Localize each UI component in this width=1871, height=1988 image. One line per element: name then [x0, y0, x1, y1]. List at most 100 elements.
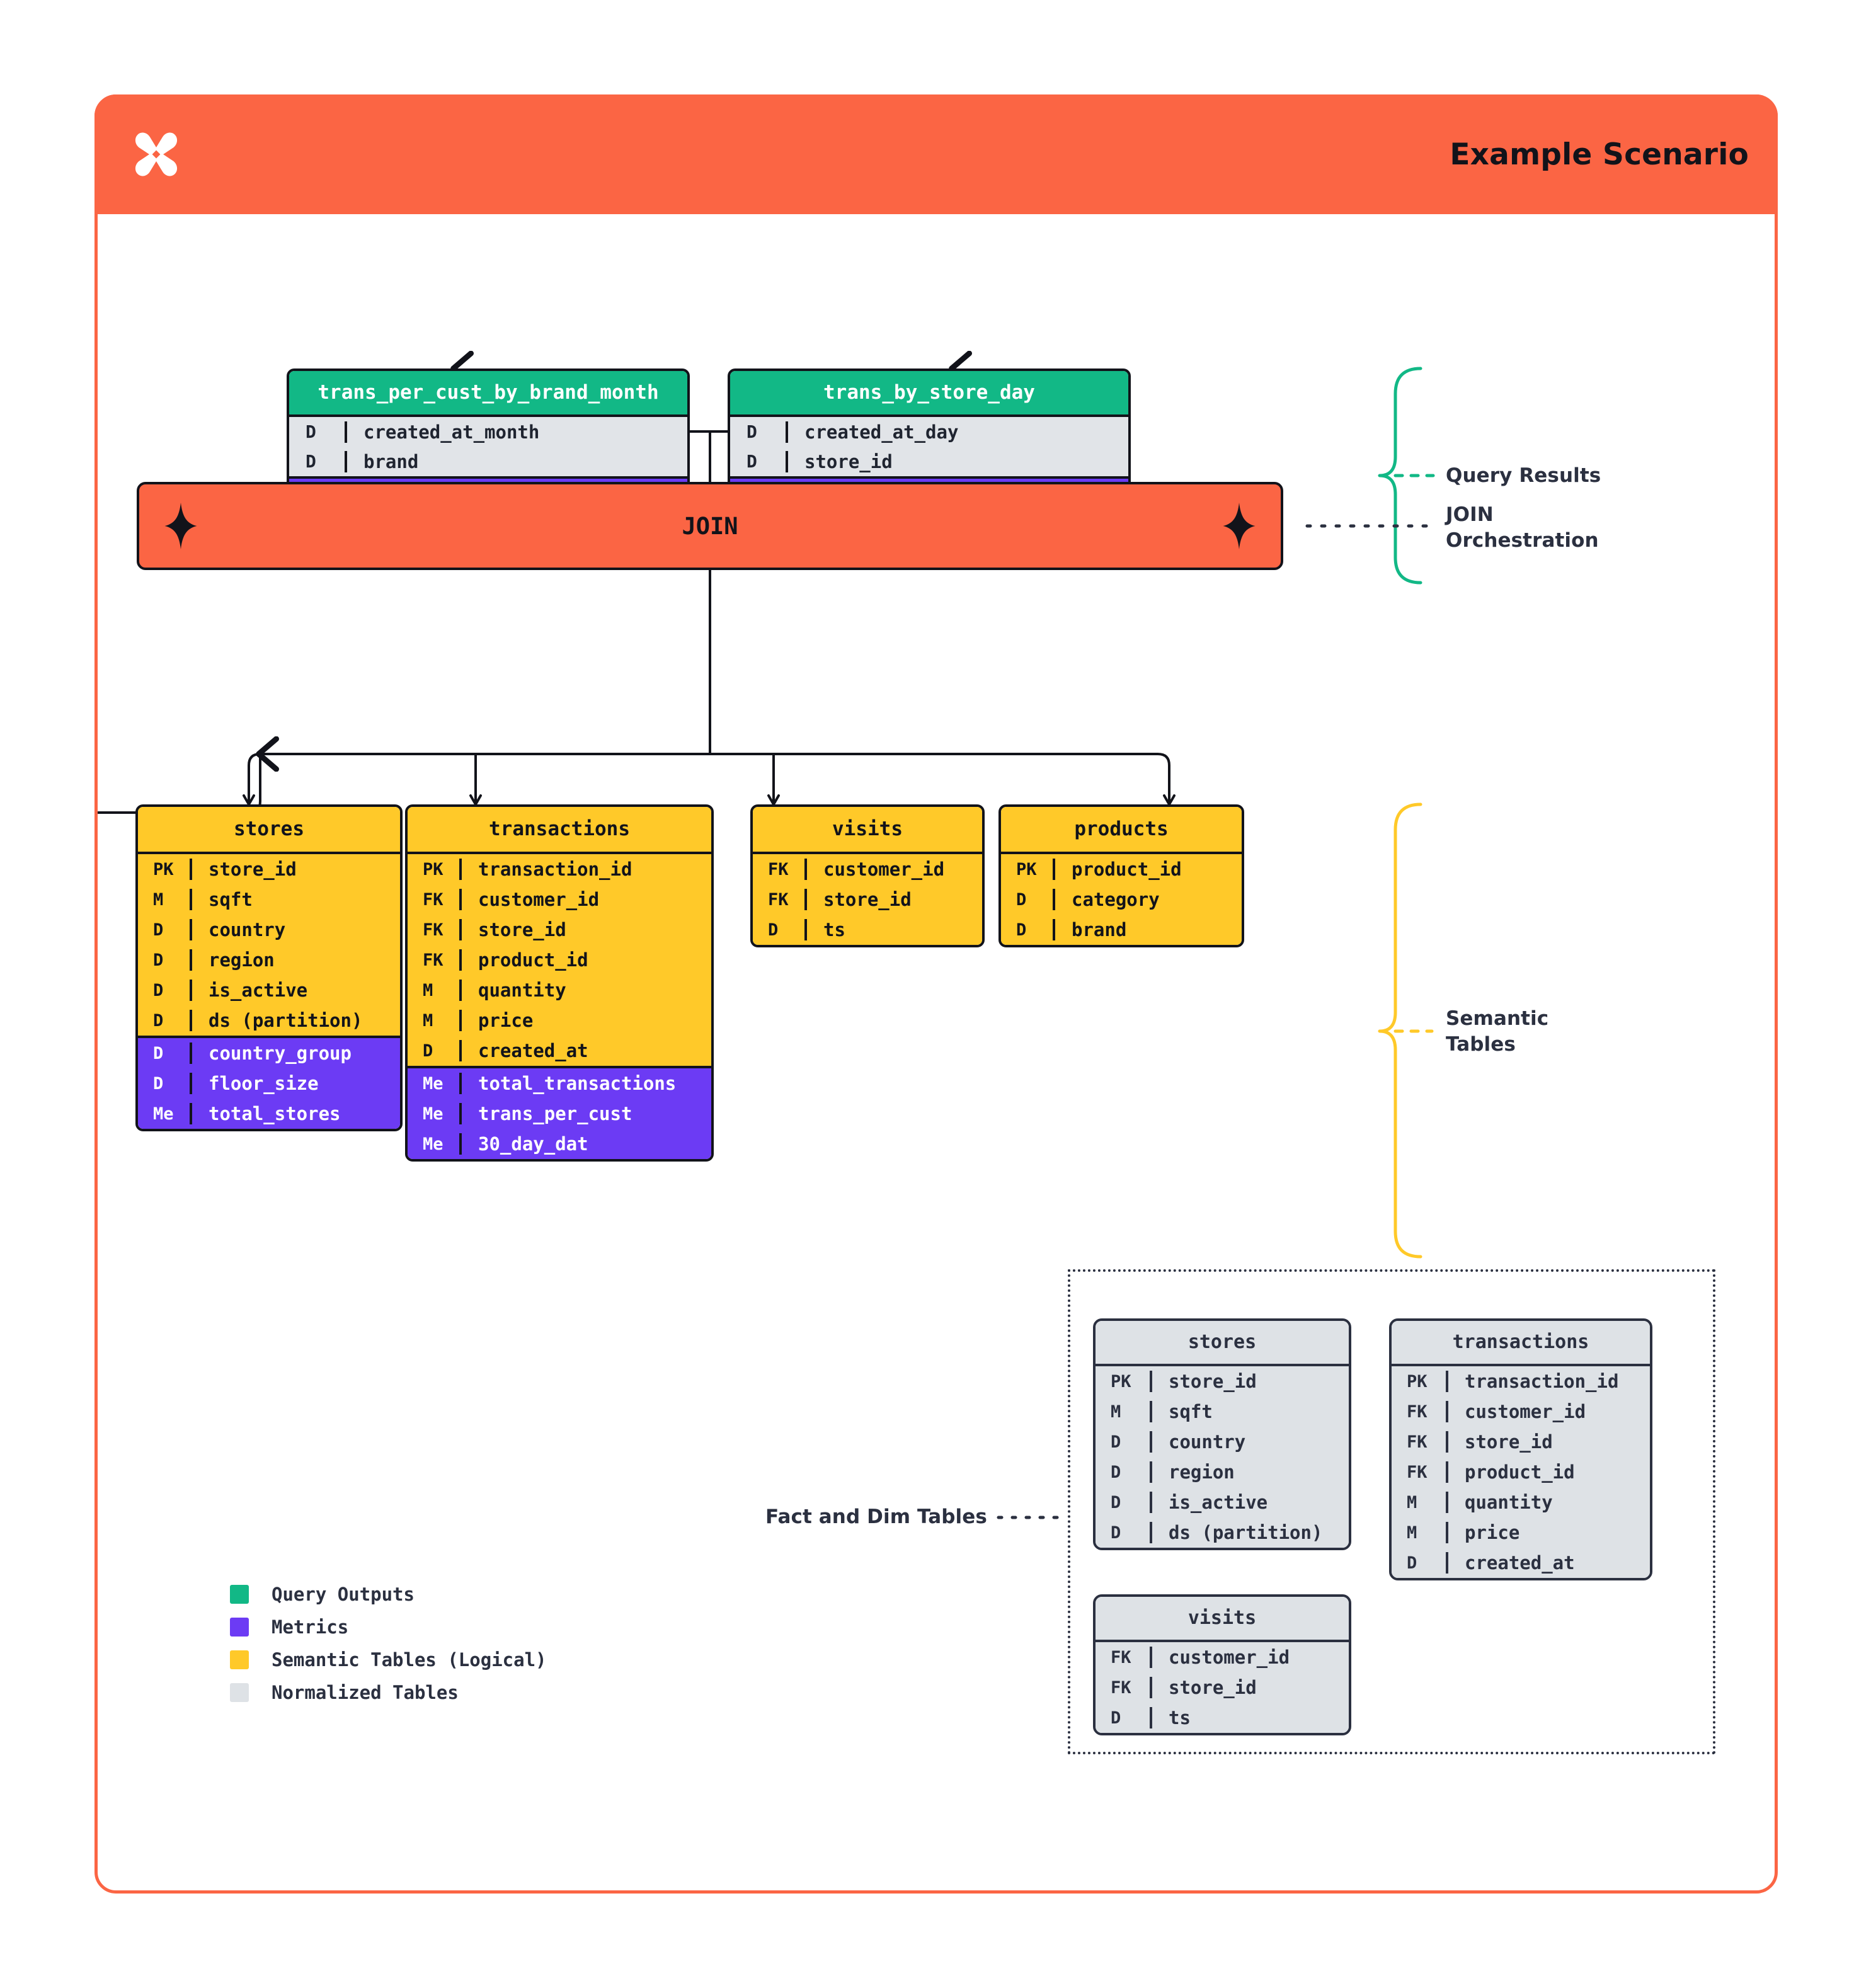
legend-item-normalized-tables: Normalized Tables [230, 1676, 547, 1709]
field-key: D [153, 1010, 164, 1031]
field-name: country [1150, 1431, 1349, 1453]
field-row: D brand [289, 447, 687, 476]
join-label: JOIN [682, 512, 738, 540]
field-key: D [747, 451, 757, 472]
field-key: D [747, 421, 757, 442]
field-key: D [768, 920, 779, 940]
legend-label: Semantic Tables (Logical) [272, 1649, 547, 1671]
annotation-join-orchestration: JOIN Orchestration [1446, 502, 1599, 554]
field-key: D [1111, 1432, 1121, 1452]
field-key: PK [1407, 1371, 1428, 1391]
field-name: created_at [459, 1040, 711, 1061]
field-key: D [153, 920, 164, 940]
field-key: D [153, 950, 164, 970]
field-name: store_id [1446, 1431, 1650, 1453]
entity-title: visits [1096, 1597, 1349, 1640]
legend-swatch [230, 1650, 249, 1669]
field-name: brand [345, 450, 687, 472]
field-name: brand [1053, 919, 1242, 940]
field-key: M [1111, 1402, 1121, 1422]
field-key: D [1407, 1553, 1417, 1573]
field-name: country [190, 919, 400, 940]
field-key: D [153, 1073, 164, 1094]
entity-title: stores [1096, 1321, 1349, 1364]
field-name: country_group [190, 1043, 400, 1064]
legend-label: Metrics [272, 1616, 349, 1638]
field-key: D [153, 1043, 164, 1063]
field-row: Me 30_day_dat [408, 1129, 711, 1159]
field-name: 30_day_dat [459, 1133, 711, 1155]
field-key: FK [423, 950, 443, 970]
diagram-card: Example Scenario [94, 94, 1778, 1894]
field-key: FK [1407, 1402, 1428, 1422]
field-name: store_id [190, 859, 400, 880]
field-name: sqft [190, 889, 400, 910]
field-row: FK store_id [753, 884, 982, 915]
field-name: quantity [459, 980, 711, 1001]
diagram-canvas: trans_per_cust_by_brand_month D created_… [98, 98, 1781, 1897]
entity-title: products [1001, 807, 1242, 852]
legend-label: Normalized Tables [272, 1682, 459, 1703]
field-row: D created_at_day [730, 417, 1128, 447]
field-name: store_id [459, 919, 711, 940]
field-name: created_at_month [345, 421, 687, 443]
sparkle-icon [164, 503, 197, 549]
legend-label: Query Outputs [272, 1584, 415, 1605]
field-key: D [1111, 1522, 1121, 1543]
field-key: D [1111, 1492, 1121, 1512]
field-key: PK [423, 859, 443, 879]
field-key: FK [768, 889, 789, 910]
field-key: D [1016, 889, 1027, 910]
field-name: store_id [1150, 1677, 1349, 1698]
field-name: store_id [804, 889, 982, 910]
field-key: M [423, 980, 433, 1000]
page-title: Example Scenario [1450, 137, 1749, 172]
field-name: is_active [190, 980, 400, 1001]
field-key: D [423, 1041, 433, 1061]
field-name: region [190, 949, 400, 971]
field-key: Me [423, 1134, 443, 1154]
field-name: store_id [786, 450, 1128, 472]
field-key: D [306, 451, 316, 472]
dimension-section: D created_at_day D store_id [730, 414, 1128, 476]
field-key: FK [423, 920, 443, 940]
field-key: M [153, 889, 164, 910]
field-key: D [306, 421, 316, 442]
field-key: Me [153, 1104, 174, 1124]
field-key: PK [1111, 1371, 1131, 1391]
join-orchestration-bar[interactable]: JOIN [137, 482, 1283, 570]
field-key: FK [1407, 1462, 1428, 1482]
legend: Query Outputs Metrics Semantic Tables (L… [230, 1578, 547, 1709]
